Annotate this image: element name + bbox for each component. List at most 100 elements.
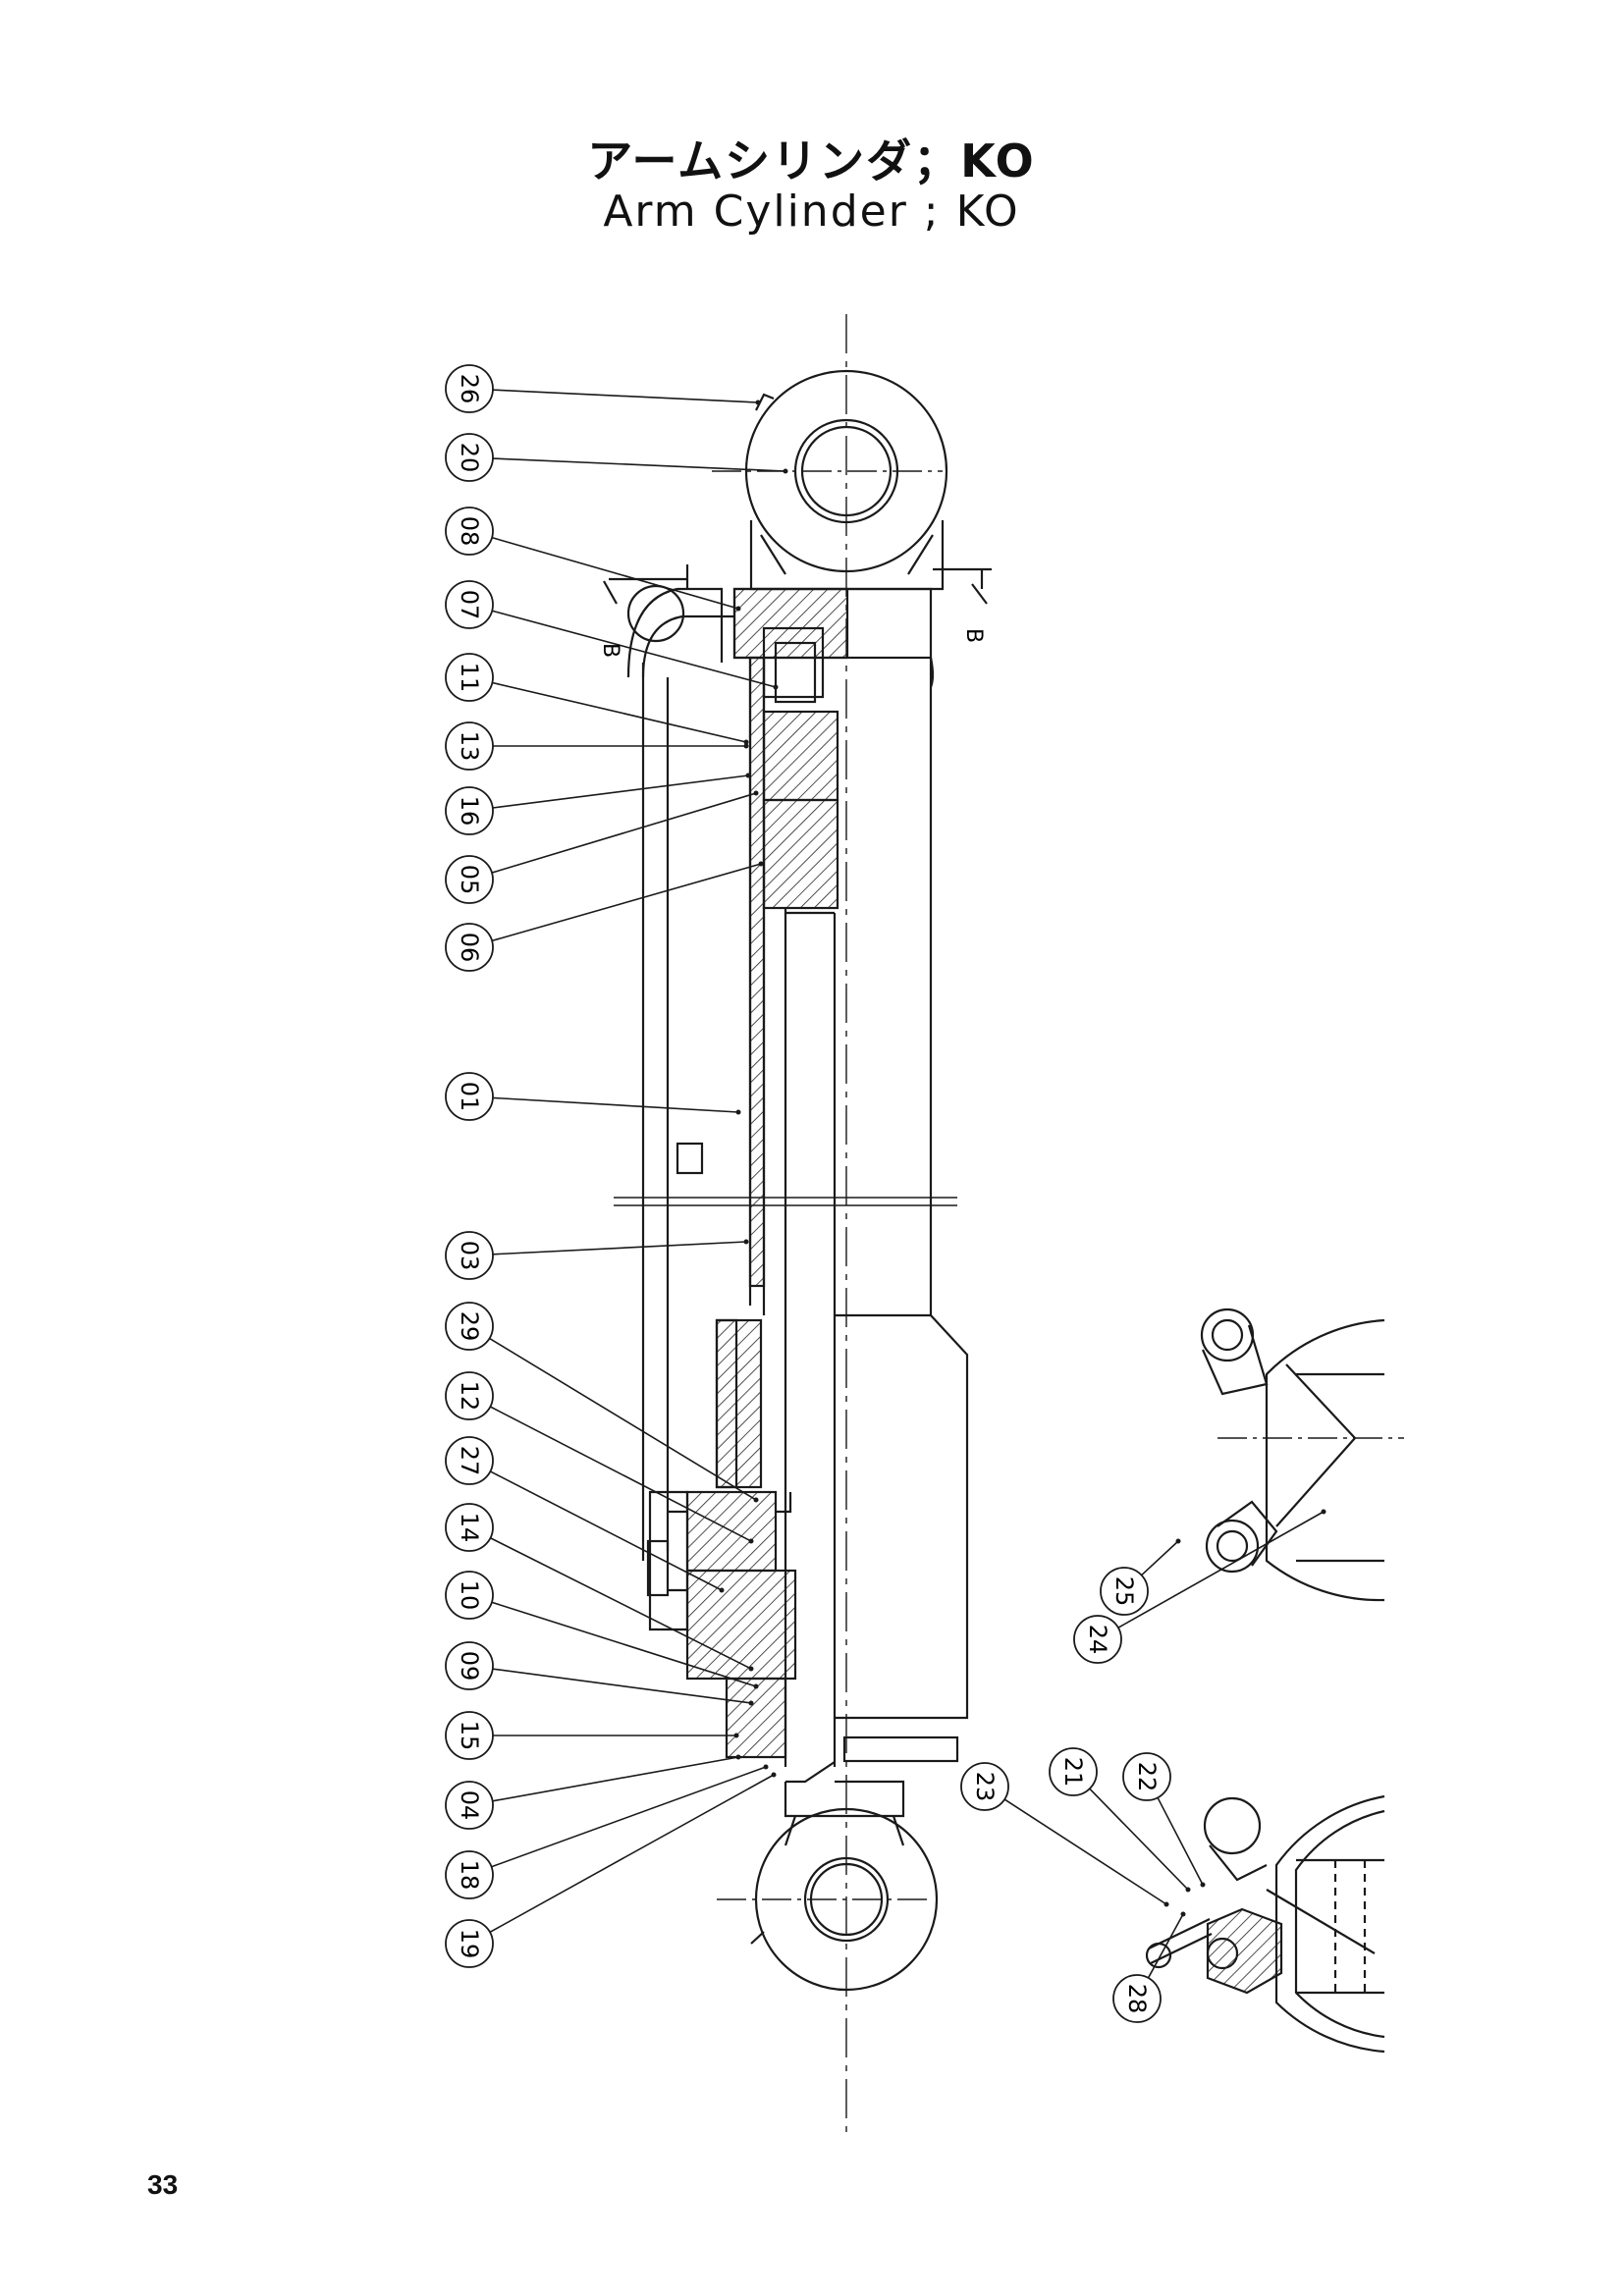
callout-number: 22	[1133, 1762, 1161, 1792]
callout-circle	[445, 1371, 494, 1420]
section-mark-b: B	[961, 628, 986, 643]
callout-circle	[1073, 1615, 1122, 1664]
part-callouts: 2620080711131605060103291227141009150418…	[445, 364, 1326, 2023]
callout-number: 06	[456, 933, 483, 963]
leader-tip	[735, 1754, 741, 1760]
leader-line	[491, 792, 757, 874]
callout-circle	[445, 1302, 494, 1351]
callout-07: 07	[445, 580, 779, 690]
callout-number: 10	[456, 1580, 483, 1611]
callout-circle	[445, 1436, 494, 1485]
callout-15: 15	[445, 1711, 739, 1760]
callout-19: 19	[445, 1772, 777, 1968]
leader-line	[1089, 1788, 1189, 1891]
callout-number: 23	[971, 1772, 999, 1802]
callout-number: 20	[456, 443, 483, 473]
leader-tip	[773, 684, 779, 690]
callout-08: 08	[445, 507, 741, 612]
leader-line	[491, 863, 762, 942]
callout-number: 14	[456, 1513, 483, 1543]
leader-line	[489, 1337, 757, 1501]
leader-line	[489, 1406, 752, 1542]
leader-line	[1003, 1798, 1167, 1905]
callout-circle	[1122, 1752, 1171, 1801]
callout-18: 18	[445, 1764, 769, 1899]
callout-number: 01	[456, 1082, 483, 1112]
callout-01: 01	[445, 1072, 741, 1121]
leader-line	[491, 1601, 757, 1687]
leader-tip	[1321, 1509, 1326, 1515]
callout-circle	[445, 653, 494, 702]
leader-line	[1147, 1913, 1184, 1979]
leader-tip	[1200, 1882, 1206, 1888]
leader-line	[492, 1241, 747, 1255]
leader-line	[489, 1774, 775, 1934]
callout-number: 16	[456, 796, 483, 827]
leader-tip	[1180, 1911, 1186, 1917]
leader-tip	[743, 1239, 749, 1245]
callout-number: 29	[456, 1311, 483, 1342]
callout-number: 09	[456, 1651, 483, 1682]
callout-circle	[445, 1781, 494, 1830]
leader-tip	[1163, 1901, 1169, 1907]
leader-tip	[753, 1683, 759, 1689]
callout-circle	[445, 786, 494, 835]
callout-circle	[445, 1919, 494, 1968]
callout-29: 29	[445, 1302, 759, 1503]
leader-tip	[745, 773, 751, 778]
callout-21: 21	[1049, 1747, 1191, 1893]
callout-11: 11	[445, 653, 749, 745]
leader-line	[492, 1668, 752, 1704]
callout-04: 04	[445, 1754, 741, 1830]
callout-circle	[445, 364, 494, 413]
callout-number: 24	[1084, 1625, 1111, 1655]
leader-line	[489, 1470, 723, 1591]
callout-circle	[445, 1503, 494, 1552]
callout-circle	[445, 580, 494, 629]
leader-tip	[748, 1700, 754, 1706]
callout-circle	[445, 855, 494, 904]
leader-line	[490, 1537, 752, 1670]
callout-circle	[445, 1711, 494, 1760]
callout-12: 12	[445, 1371, 754, 1544]
title-japanese: アームシリンダ；KO	[587, 134, 1036, 187]
callout-23: 23	[960, 1762, 1169, 1907]
leader-line	[492, 389, 759, 403]
callout-circle	[1049, 1747, 1098, 1796]
callout-circle	[445, 1072, 494, 1121]
callout-28: 28	[1112, 1911, 1186, 2023]
leader-tip	[735, 606, 741, 612]
callout-circle	[1112, 1974, 1162, 2023]
callout-number: 08	[456, 516, 483, 547]
callout-25: 25	[1100, 1538, 1181, 1616]
callout-24: 24	[1073, 1509, 1326, 1664]
cylinder-outline	[603, 314, 1404, 2140]
leader-tip	[743, 743, 749, 749]
leader-line	[491, 610, 777, 688]
callout-number: 03	[456, 1241, 483, 1271]
section-mark-b: B	[598, 643, 622, 658]
callout-circle	[445, 1850, 494, 1899]
callout-circle	[445, 507, 494, 556]
title-english: Arm Cylinder ; KO	[603, 187, 1020, 237]
callout-circle	[1100, 1567, 1149, 1616]
callout-number: 18	[456, 1860, 483, 1891]
leader-line	[492, 1096, 739, 1113]
callout-number: 11	[456, 663, 483, 693]
leader-tip	[763, 1764, 769, 1770]
callout-number: 25	[1110, 1576, 1138, 1607]
leader-line	[492, 1756, 739, 1802]
callout-number: 07	[456, 590, 483, 620]
callout-number: 15	[456, 1721, 483, 1751]
leader-line	[1141, 1540, 1179, 1576]
leader-tip	[743, 739, 749, 745]
callout-circle	[445, 923, 494, 972]
leader-tip	[733, 1733, 739, 1738]
callout-09: 09	[445, 1641, 754, 1706]
callout-circle	[960, 1762, 1009, 1811]
callout-circle	[445, 1231, 494, 1280]
leader-line	[491, 1766, 767, 1868]
leader-tip	[753, 1497, 759, 1503]
callout-10: 10	[445, 1571, 759, 1689]
